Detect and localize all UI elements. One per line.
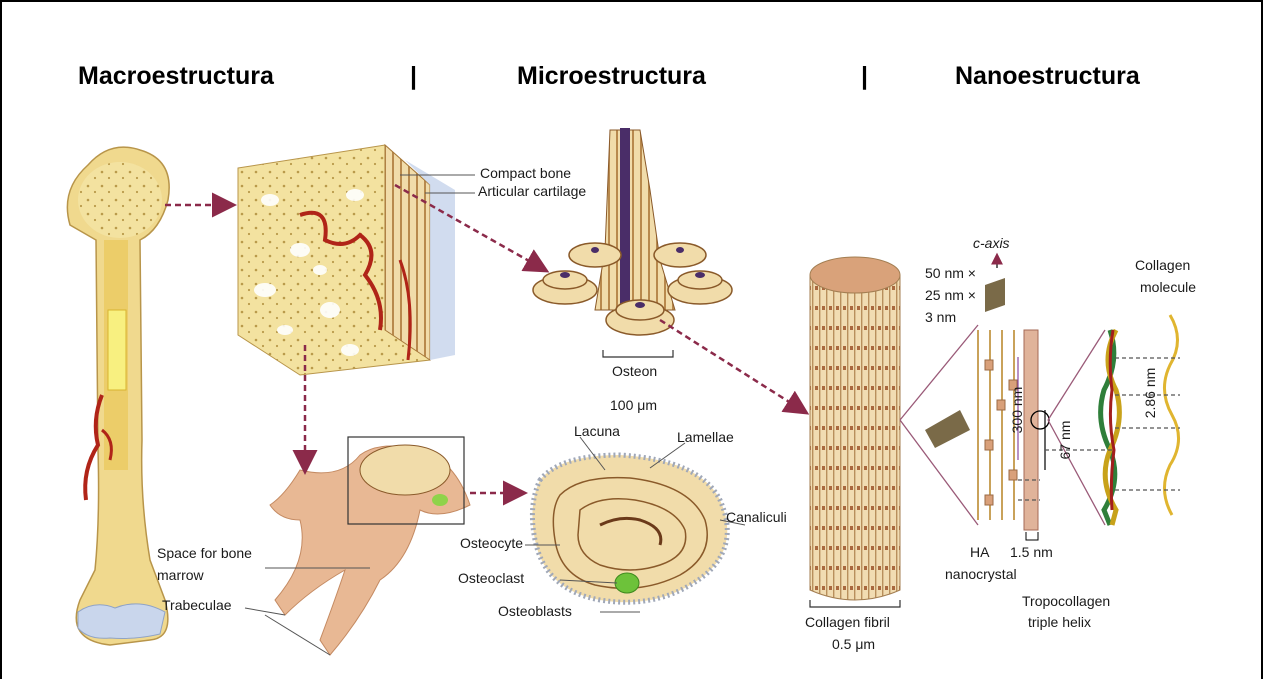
label-tropocollagen-1: Tropocollagen — [1022, 593, 1110, 609]
label-collagen-fibril: Collagen fibril — [805, 614, 890, 630]
label-trabeculae: Trabeculae — [162, 597, 232, 613]
label-canaliculi: Canaliculi — [726, 509, 787, 525]
long-bone — [67, 147, 169, 645]
label-2-86nm: 2.86 nm — [1142, 368, 1158, 419]
label-1-5nm: 1.5 nm — [1010, 544, 1053, 560]
trabecula — [270, 437, 470, 655]
label-osteoclast: Osteoclast — [458, 570, 524, 586]
label-ha-2: nanocrystal — [945, 566, 1017, 582]
label-osteon-size: 100 μm — [610, 397, 657, 413]
label-crystal-dim-2: 25 nm × — [925, 287, 976, 303]
label-osteon: Osteon — [612, 363, 657, 379]
bone-block — [238, 145, 455, 375]
label-tropocollagen-2: triple helix — [1028, 614, 1091, 630]
label-compact-bone: Compact bone — [480, 165, 571, 181]
label-lacuna: Lacuna — [574, 423, 620, 439]
label-c-axis: c-axis — [973, 235, 1010, 251]
label-collagen-molecule-1: Collagen — [1135, 257, 1190, 273]
label-crystal-dim-3: 3 nm — [925, 309, 956, 325]
label-300nm: 300 nm — [1009, 387, 1025, 434]
label-67nm: 67 nm — [1057, 421, 1073, 460]
label-fibril-size: 0.5 μm — [832, 636, 875, 652]
label-osteoblasts: Osteoblasts — [498, 603, 572, 619]
label-space-marrow-2: marrow — [157, 567, 205, 583]
label-osteocyte: Osteocyte — [460, 535, 523, 551]
label-crystal-dim-1: 50 nm × — [925, 265, 976, 281]
label-lamellae: Lamellae — [677, 429, 734, 445]
label-space-marrow-1: Space for bone — [157, 545, 252, 561]
label-ha-1: HA — [970, 544, 990, 560]
osteon — [533, 128, 732, 357]
triple-helix — [1018, 315, 1180, 525]
label-articular-cartilage: Articular cartilage — [478, 183, 586, 199]
label-collagen-molecule-2: molecule — [1140, 279, 1196, 295]
